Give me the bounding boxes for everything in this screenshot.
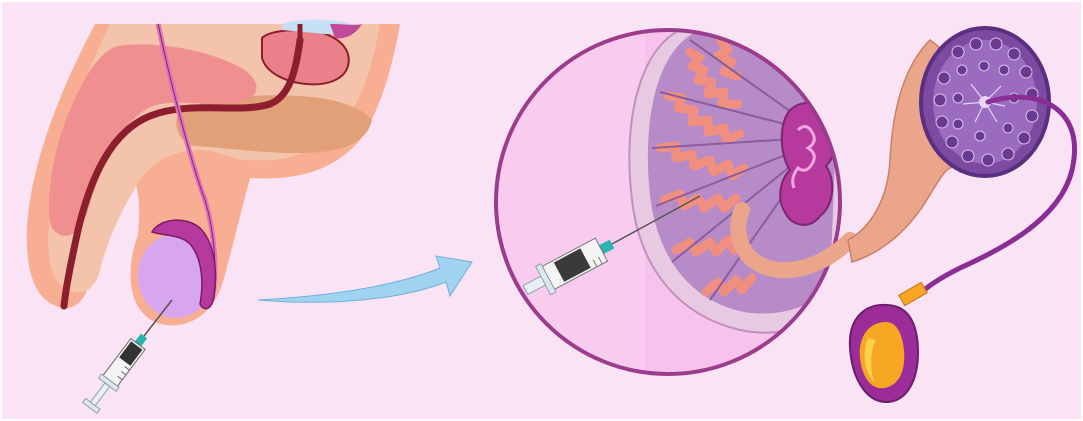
illustration-stage: [0, 0, 1083, 421]
testicular-sperm-extraction-diagram: [0, 0, 1083, 421]
